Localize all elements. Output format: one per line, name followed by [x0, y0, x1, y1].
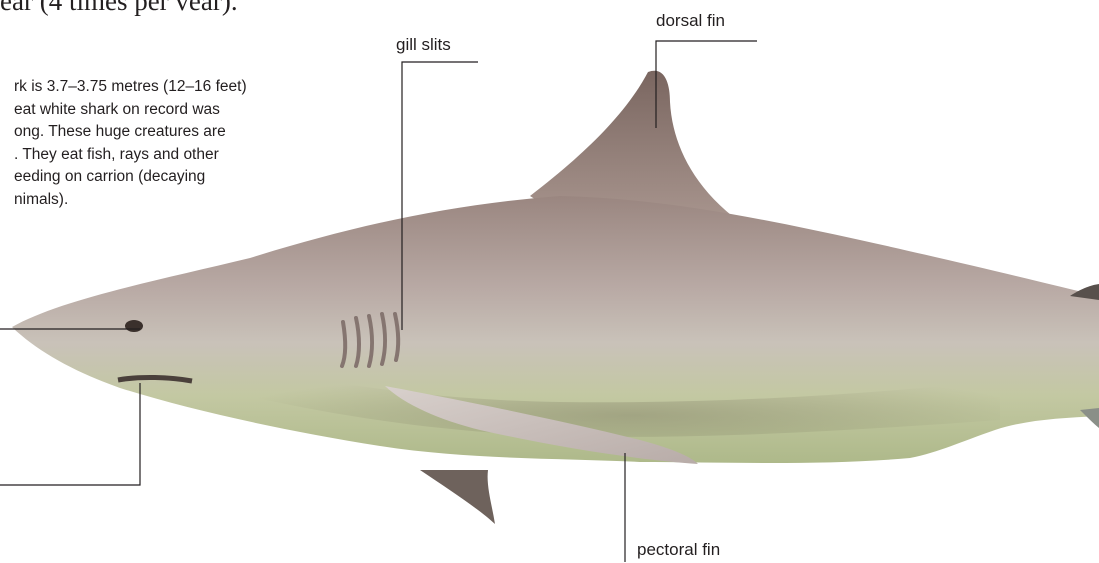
heading-fragment: ear (4 times per vear).: [0, 0, 238, 16]
body-line: rk is 3.7–3.75 metres (12–16 feet): [14, 76, 344, 99]
shark-tail-lower: [1080, 408, 1099, 428]
label-dorsal-fin: dorsal fin: [656, 11, 725, 31]
body-line: eeding on carrion (decaying: [14, 166, 344, 189]
shark-pelvic-fin: [420, 470, 495, 524]
body-line: nimals).: [14, 189, 344, 212]
body-line: eat white shark on record was: [14, 99, 344, 122]
label-pectoral-fin: pectoral fin: [637, 540, 720, 560]
leader-line-mouth: [0, 383, 140, 485]
body-paragraph: rk is 3.7–3.75 metres (12–16 feet) eat w…: [14, 76, 344, 211]
body-line: ong. These huge creatures are: [14, 121, 344, 144]
shark-eye: [125, 320, 143, 332]
body-line: . They eat fish, rays and other: [14, 144, 344, 167]
label-gill-slits: gill slits: [396, 35, 451, 55]
